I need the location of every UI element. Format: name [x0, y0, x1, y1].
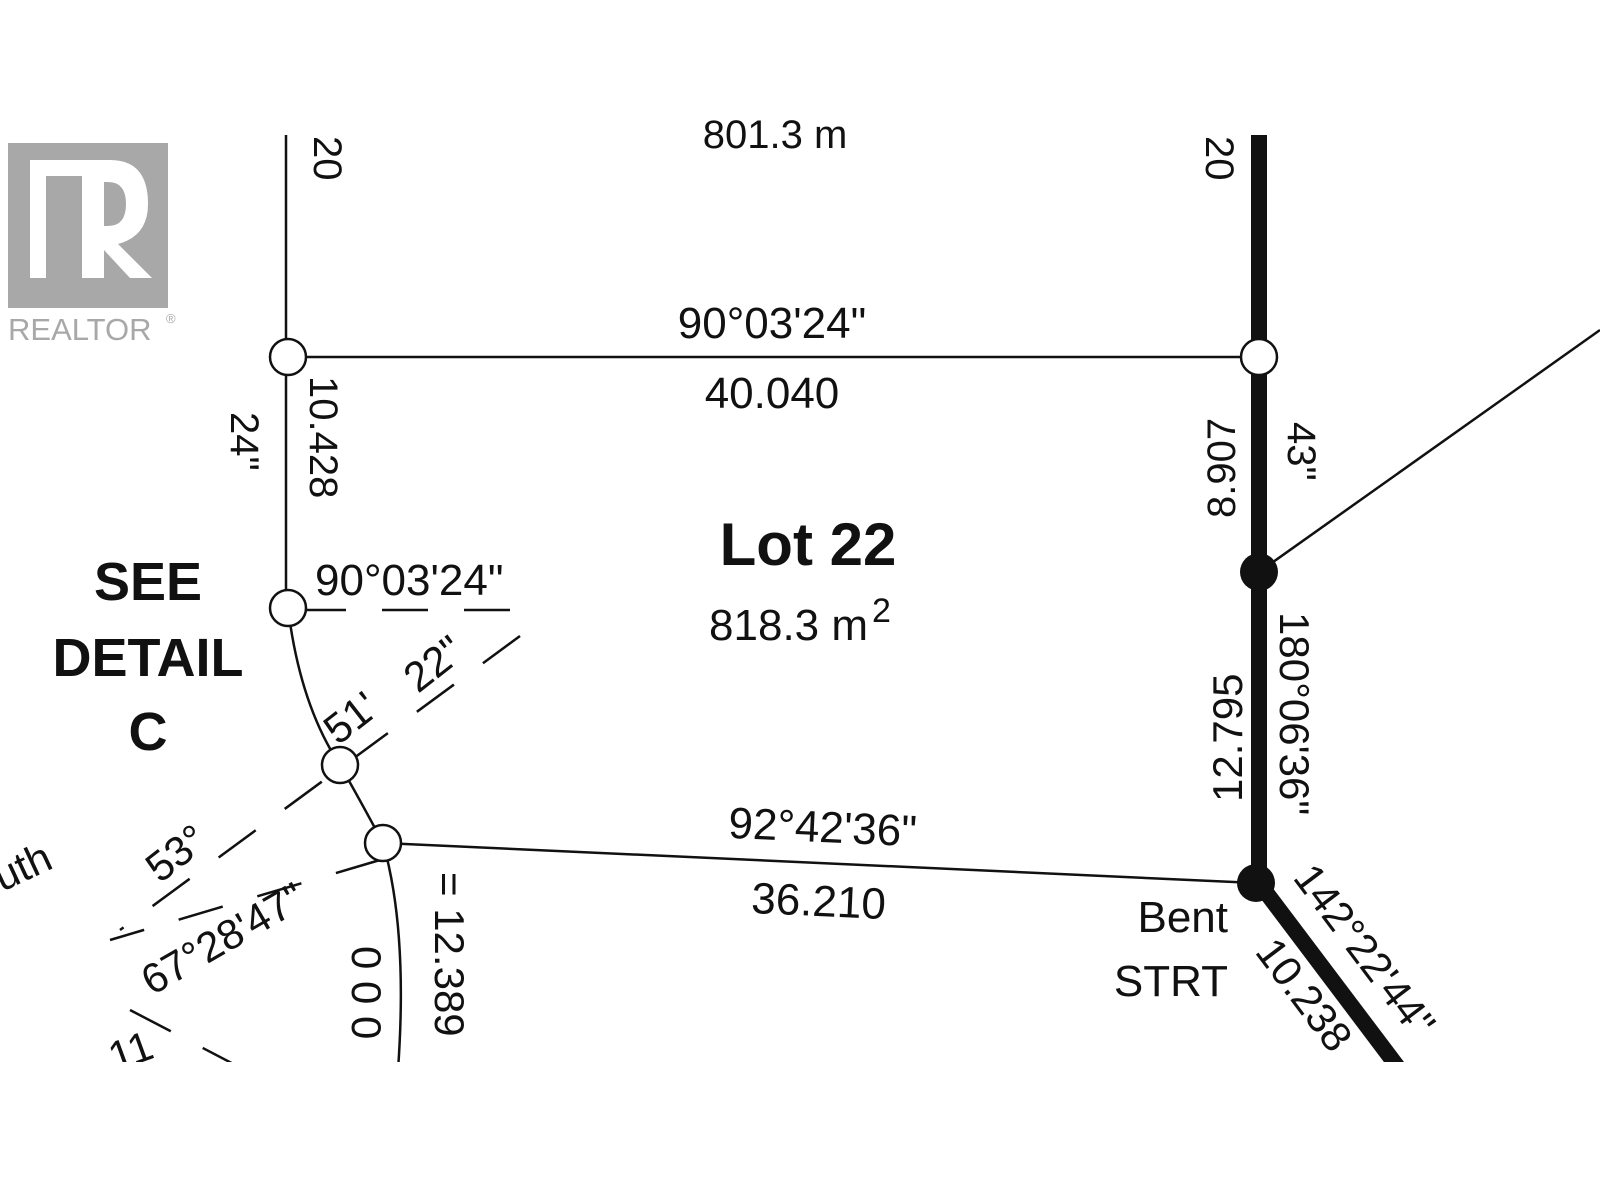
realtor-wordmark: REALTOR [8, 312, 152, 347]
see-detail-line-3: C [129, 702, 168, 762]
bent-label-line-1: Bent [1137, 893, 1228, 942]
monument-right-filled [1240, 553, 1278, 591]
arc-distance-label: = 12.389 [426, 872, 473, 1037]
right-fragment-label: 43" [1279, 422, 1323, 481]
arc-fragment-label-2: 22" [395, 626, 473, 701]
right-lower-bearing-label: 180°06'36" [1271, 612, 1318, 815]
top-area-cut-label: 801.3 m [703, 113, 848, 157]
right-lower-distance-label: 12.795 [1204, 674, 1251, 802]
right-top-width-label: 20 [1197, 136, 1241, 181]
realtor-logo: REALTOR ® [8, 143, 176, 347]
left-top-width-label: 20 [305, 136, 349, 181]
inner-bearing-label: 90°03'24" [315, 556, 503, 605]
edge-fragment-label: uth [0, 833, 59, 900]
arc-boundary-lower [381, 842, 403, 1071]
dashed-lines [109, 608, 521, 1072]
left-fragment-label: 24" [222, 412, 266, 471]
bottom-boundary-line [382, 841, 1257, 885]
labels: 801.3 m 20 20 90°03'24" 40.040 10.428 24… [0, 113, 1445, 1080]
monument-arc [320, 745, 360, 785]
arc-zeros-label: 0 0 0 [343, 946, 390, 1039]
bent-label-line-2: STRT [1114, 957, 1228, 1006]
dashed-diagonal-line [119, 634, 521, 932]
angle-53-label: 53° [137, 815, 216, 891]
realtor-registered-mark: ® [166, 311, 176, 326]
monument-top-right [1239, 337, 1279, 377]
monument-mid-left [268, 588, 308, 628]
see-detail-line-2: DETAIL [53, 628, 244, 688]
monument-top-left [268, 337, 308, 377]
lot-name-label: Lot 22 [720, 511, 897, 578]
monument-bottom-left [363, 823, 403, 863]
right-distance-label: 8.907 [1200, 418, 1244, 518]
bottom-distance-label: 36.210 [750, 874, 887, 929]
bottom-bearing-label: 92°42'36" [727, 799, 917, 856]
diagonal-thick-line [1252, 878, 1407, 1075]
monument-bottom-right-filled [1237, 864, 1275, 902]
see-detail-line-1: SEE [94, 552, 202, 612]
left-distance-label: 10.428 [301, 376, 345, 498]
dashed-bottom-line [129, 1008, 246, 1072]
lot-boundaries [284, 135, 1600, 1075]
right-diagonal-line [1258, 328, 1600, 574]
survey-monuments [268, 337, 1279, 902]
bottom-crop-area [0, 1062, 1600, 1200]
top-distance-label: 40.040 [705, 369, 840, 418]
top-bearing-label: 90°03'24" [678, 299, 866, 348]
angle-67-label: 67°28'47" [133, 873, 312, 1004]
